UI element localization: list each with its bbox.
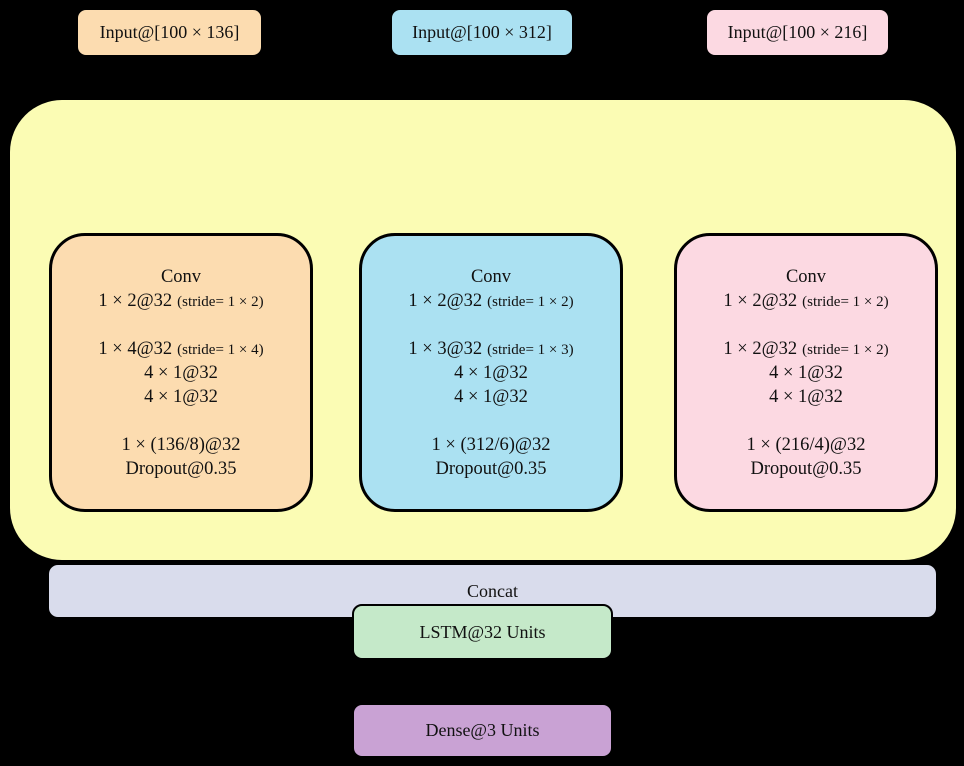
conv-block-title: Conv [785, 267, 827, 287]
input-label: Input@[100 × 136] [99, 22, 240, 42]
dropout-line: Dropout@0.35 [125, 459, 237, 479]
conv-layer-line: 4 × 1@32 [144, 387, 218, 407]
stride-note: (stride= 1 × 2) [802, 294, 889, 310]
conv-layer-line: 4 × 1@32 [454, 387, 528, 407]
stride-note: (stride= 1 × 2) [487, 294, 574, 310]
spacer-line [52, 409, 310, 433]
lstm-label: LSTM@32 Units [419, 621, 546, 642]
conv-layer-line: 4 × 1@32 [144, 363, 218, 383]
conv-layer-line: 4 × 1@32 [454, 363, 528, 383]
concat-label: Concat [467, 580, 518, 601]
spacer-line [677, 409, 935, 433]
conv-block-title: Conv [470, 267, 512, 287]
pool-layer-line: 1 × (216/4)@32 [746, 435, 866, 455]
conv-block-2: Conv 1 × 2@32(stride= 1 × 2) 1 × 3@32(st… [359, 233, 623, 512]
stride-note: (stride= 1 × 2) [177, 294, 264, 310]
stride-note: (stride= 1 × 3) [487, 342, 574, 358]
lstm-layer: LSTM@32 Units [352, 604, 613, 660]
input-box-2: Input@[100 × 312] [390, 8, 574, 57]
conv-block-1: Conv 1 × 2@32(stride= 1 × 2) 1 × 4@32(st… [49, 233, 313, 512]
input-box-1: Input@[100 × 136] [76, 8, 263, 57]
dropout-line: Dropout@0.35 [435, 459, 547, 479]
conv-layer-line: 4 × 1@32 [769, 387, 843, 407]
conv-layer-line: 1 × 2@32(stride= 1 × 2) [723, 291, 889, 311]
dense-label: Dense@3 Units [425, 720, 540, 740]
conv-layer-line: 1 × 2@32(stride= 1 × 2) [98, 291, 264, 311]
spacer-line [362, 313, 620, 337]
conv-layer-line: 1 × 2@32(stride= 1 × 2) [408, 291, 574, 311]
conv-layer-line: 1 × 2@32(stride= 1 × 2) [723, 339, 889, 359]
feature-extractor-container: Conv 1 × 2@32(stride= 1 × 2) 1 × 4@32(st… [10, 100, 956, 620]
conv-block-3: Conv 1 × 2@32(stride= 1 × 2) 1 × 2@32(st… [674, 233, 938, 512]
stride-note: (stride= 1 × 2) [802, 342, 889, 358]
conv-layer-line: 1 × 3@32(stride= 1 × 3) [408, 339, 574, 359]
spacer-line [362, 409, 620, 433]
conv-layer-line: 1 × 4@32(stride= 1 × 4) [98, 339, 264, 359]
spacer-line [677, 313, 935, 337]
pool-layer-line: 1 × (136/8)@32 [121, 435, 241, 455]
dense-layer: Dense@3 Units [352, 703, 613, 758]
pool-layer-line: 1 × (312/6)@32 [431, 435, 551, 455]
input-label: Input@[100 × 312] [412, 22, 552, 42]
conv-layer-line: 4 × 1@32 [769, 363, 843, 383]
conv-block-title: Conv [160, 267, 202, 287]
spacer-line [52, 313, 310, 337]
stride-note: (stride= 1 × 4) [177, 342, 264, 358]
input-box-3: Input@[100 × 216] [705, 8, 890, 57]
dropout-line: Dropout@0.35 [750, 459, 862, 479]
input-label: Input@[100 × 216] [727, 22, 868, 42]
